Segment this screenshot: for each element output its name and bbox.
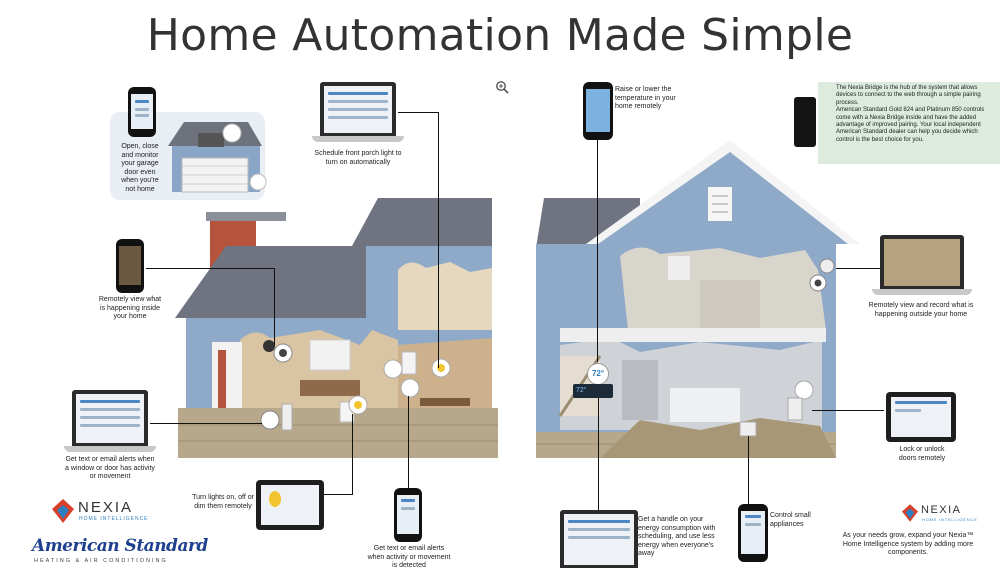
nexia-logo-mark-right [902, 504, 918, 522]
phone-inside[interactable] [116, 239, 144, 293]
caption-outside: Remotely view and record what is happeni… [868, 302, 974, 318]
left-house [175, 198, 498, 458]
caption-appliances: Control small appliances [770, 512, 811, 528]
nexia-wordmark-left: NEXIA [78, 499, 134, 516]
tablet-lock[interactable] [886, 392, 956, 442]
nexia-tagline-right: HOME INTELLIGENCE [922, 517, 978, 522]
caption-energy: Get a handle on your energy consumption … [638, 516, 716, 557]
caption-lock: Lock or unlock doors remotely [898, 446, 946, 462]
zoom-in-icon[interactable] [495, 80, 509, 94]
connector-appliances [748, 436, 749, 504]
thermostat-badge-main[interactable]: 72° [587, 363, 609, 385]
caption-temperature: Raise or lower the temperature in your h… [615, 86, 676, 110]
phone-garage[interactable] [128, 87, 156, 137]
connector-porch [398, 112, 438, 113]
american-standard-tagline: HEATING & AIR CONDITIONING [34, 558, 168, 564]
phone-appliances[interactable] [738, 504, 768, 562]
laptop-alerts[interactable] [64, 390, 156, 454]
caption-garage: Open, close and monitor your garage door… [121, 143, 159, 193]
caption-porch: Schedule front porch light to turn on au… [314, 150, 402, 166]
connector-alerts [150, 423, 262, 424]
nexia-logo-mark-left [52, 499, 74, 523]
connector-temperature [597, 140, 598, 362]
nexia-bridge-info-panel: The Nexia Bridge is the hub of the syste… [818, 82, 1000, 164]
laptop-outside[interactable] [872, 235, 972, 297]
phone-temperature[interactable] [583, 82, 613, 140]
laptop-porch[interactable] [312, 82, 404, 144]
nexia-bridge-device [794, 97, 816, 147]
connector-outside [836, 268, 880, 269]
thermostat-display: 72° [573, 384, 613, 398]
tablet-lights[interactable] [256, 480, 324, 530]
caption-bridge: The Nexia Bridge is the hub of the syste… [836, 85, 985, 143]
connector-lock [812, 410, 884, 411]
american-standard-logo: American Standard [32, 536, 208, 556]
garage-inset [110, 112, 267, 200]
page-title: Home Automation Made Simple [146, 10, 854, 61]
connector-inside [146, 268, 274, 269]
caption-inside: Remotely view what is happening inside y… [98, 296, 162, 320]
connector-energy [598, 398, 599, 510]
caption-alerts: Get text or email alerts when a window o… [65, 456, 155, 480]
caption-expand: As your needs grow, expand your Nexia™ H… [842, 532, 974, 556]
phone-motion[interactable] [394, 488, 422, 542]
nexia-tagline-left: HOME INTELLIGENCE [79, 516, 149, 522]
connector-motion [408, 396, 409, 488]
right-house [536, 140, 860, 458]
house-device-icons [260, 258, 835, 437]
caption-lights: Turn lights on, off or dim them remotely [192, 494, 254, 510]
nexia-wordmark-right: NEXIA [921, 504, 962, 516]
laptop-energy[interactable] [552, 510, 646, 576]
caption-motion: Get text or email alerts when activity o… [367, 545, 451, 569]
connector-lights [323, 494, 353, 495]
